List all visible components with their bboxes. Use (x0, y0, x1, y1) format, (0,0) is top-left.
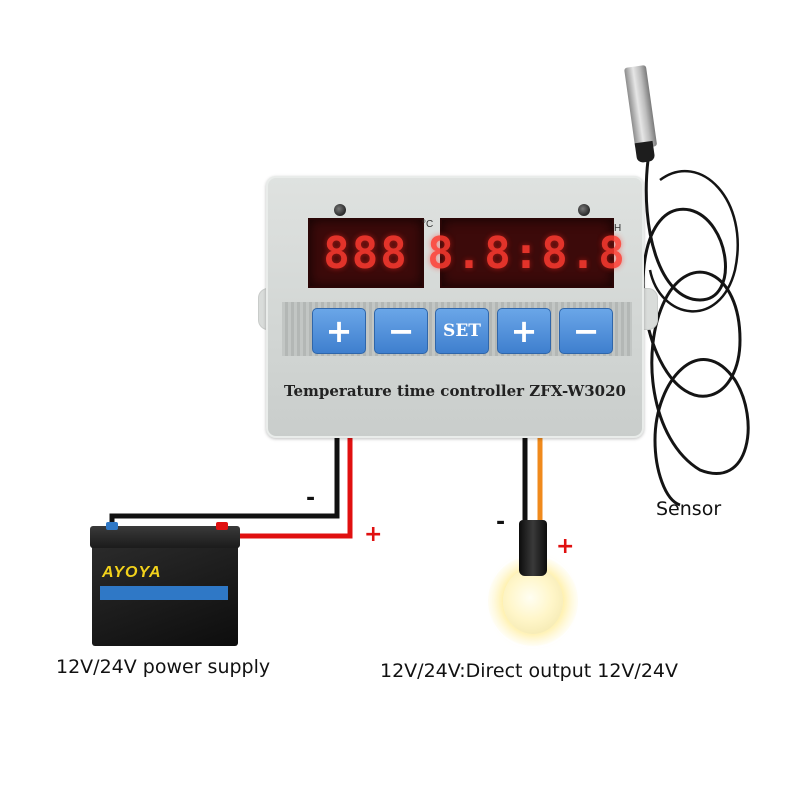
power-minus-sign: - (306, 486, 316, 511)
celsius-unit: °C (422, 219, 434, 230)
battery-icon: AYOYA (90, 522, 240, 646)
probe-cap (634, 140, 656, 164)
hours-unit: H (614, 223, 622, 234)
power-supply-label: 12V/24V power supply (56, 656, 271, 678)
time-digits: 8.8:8.8 (427, 227, 627, 279)
battery-lid (90, 526, 240, 548)
light-bulb-icon (503, 568, 563, 634)
temperature-plus-button[interactable]: + (312, 308, 366, 354)
temperature-display: 888 (308, 218, 424, 288)
bulb-socket (519, 520, 547, 576)
battery-positive-terminal (216, 522, 228, 530)
model-label: Temperature time controller ZFX-W3020 (284, 382, 626, 400)
time-display: 8.8:8.8 (427, 218, 625, 288)
output-plus-sign: + (556, 534, 575, 559)
sensor-label: Sensor (656, 498, 722, 520)
power-positive-wire (219, 438, 353, 539)
time-minus-button[interactable]: − (559, 308, 613, 354)
power-negative-wire (109, 438, 340, 528)
set-button[interactable]: SET (435, 308, 489, 354)
temperature-digits: 888 (323, 227, 409, 279)
status-led-right (578, 204, 590, 216)
battery-stripe (100, 586, 228, 600)
temperature-minus-button[interactable]: − (374, 308, 428, 354)
output-label: 12V/24V:Direct output 12V/24V (380, 660, 678, 682)
battery-brand: AYOYA (102, 564, 162, 581)
power-plus-sign: + (364, 522, 383, 547)
sensor-cable (641, 159, 750, 507)
status-led-left (334, 204, 346, 216)
output-minus-sign: - (496, 510, 506, 535)
battery-negative-terminal (106, 522, 118, 530)
time-plus-button[interactable]: + (497, 308, 551, 354)
sensor-cable-loop (648, 169, 739, 313)
